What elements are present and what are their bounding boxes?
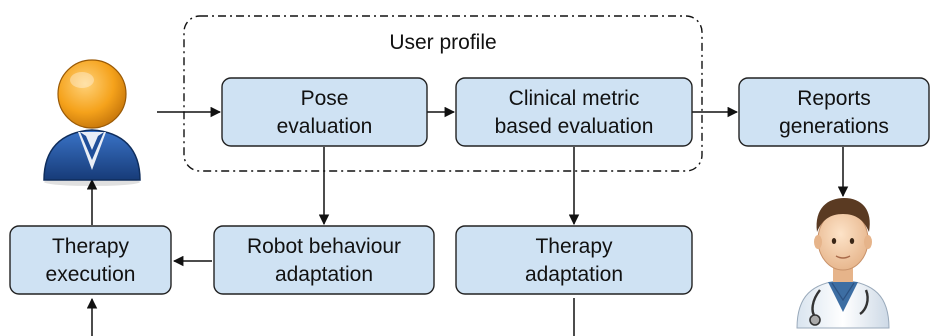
connectors: [86, 106, 849, 336]
user-profile-label: User profile: [389, 31, 496, 54]
clinical-evaluation-line1: Clinical metric: [509, 87, 640, 110]
robot-behaviour-line1: Robot behaviour: [247, 235, 401, 258]
doctor-icon: [796, 198, 890, 329]
pose-evaluation-line2: evaluation: [277, 115, 373, 138]
reports-generation-line2: generations: [779, 115, 889, 138]
reports-generation-line1: Reports: [797, 87, 871, 110]
therapy-adaptation-box: Therapy adaptation: [455, 225, 693, 295]
therapy-adaptation-line2: adaptation: [525, 263, 623, 286]
user-profile-border: [183, 15, 703, 172]
therapy-execution-line1: Therapy: [52, 235, 130, 258]
clinical-evaluation-box: Clinical metric based evaluation: [455, 77, 693, 147]
robot-behaviour-box: Robot behaviour adaptation: [213, 225, 435, 295]
therapy-execution-line2: execution: [46, 263, 136, 286]
user-profile-group: User profile: [183, 15, 703, 172]
robot-behaviour-line2: adaptation: [275, 263, 373, 286]
therapy-adaptation-line1: Therapy: [535, 235, 613, 258]
pose-evaluation-line1: Pose: [301, 87, 349, 110]
pose-evaluation-box: Pose evaluation: [221, 77, 428, 147]
clinical-evaluation-line2: based evaluation: [495, 115, 654, 138]
therapy-execution-box: Therapy execution: [9, 225, 172, 295]
reports-generation-box: Reports generations: [738, 77, 930, 147]
user-icon: [43, 59, 141, 186]
